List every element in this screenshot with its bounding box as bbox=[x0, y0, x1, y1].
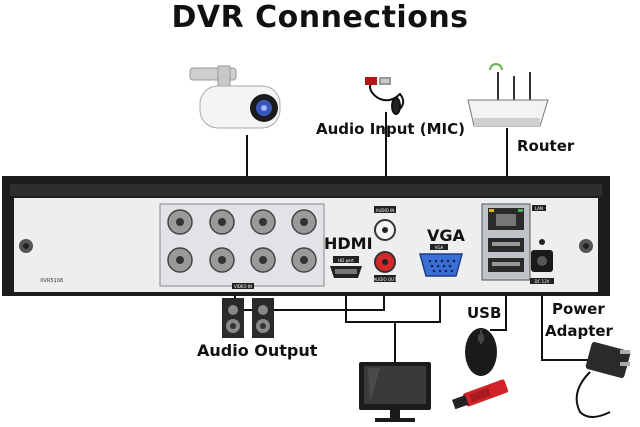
hdmi-label: HDMI bbox=[324, 234, 373, 253]
monitor-icon bbox=[359, 362, 431, 422]
dc-text: DC 12V bbox=[535, 279, 550, 284]
lan-usb-stack: LAN bbox=[481, 203, 546, 281]
vga-port: VGA bbox=[419, 244, 463, 277]
video-in-block: VIDEO IN bbox=[159, 203, 325, 289]
hdmi-port-text: HD port bbox=[338, 258, 354, 263]
usb-label: USB bbox=[467, 304, 502, 322]
audio-in-text: AUDIO IN bbox=[376, 208, 395, 213]
lan-text: LAN bbox=[535, 206, 543, 211]
router-icon bbox=[467, 63, 549, 127]
audio-jacks: AUDIO IN AUDIO OUT bbox=[374, 206, 397, 282]
audio-out-text: AUDIO OUT bbox=[374, 277, 397, 282]
dc-power-jack: DC 12V bbox=[530, 239, 554, 284]
power-adapter-icon bbox=[575, 341, 631, 418]
model-text: XVR5108 bbox=[40, 278, 63, 284]
camera-icon bbox=[189, 65, 281, 129]
audio-input-label: Audio Input (MIC) bbox=[316, 120, 465, 138]
mouse-icon bbox=[465, 328, 497, 376]
usb-stick-icon bbox=[451, 379, 509, 410]
page-title: DVR Connections bbox=[171, 0, 469, 35]
router-label: Router bbox=[517, 137, 575, 155]
audio-output-label: Audio Output bbox=[197, 341, 318, 360]
hdmi-port: HD port bbox=[330, 256, 362, 278]
speaker-icon bbox=[222, 298, 274, 338]
vga-label: VGA bbox=[427, 226, 465, 245]
video-in-text: VIDEO IN bbox=[234, 284, 252, 289]
power-adapter-label-line2: Adapter bbox=[545, 322, 613, 340]
vga-port-text: VGA bbox=[435, 245, 444, 250]
microphone-icon bbox=[365, 77, 405, 115]
power-adapter-label-line1: Power bbox=[552, 300, 605, 318]
